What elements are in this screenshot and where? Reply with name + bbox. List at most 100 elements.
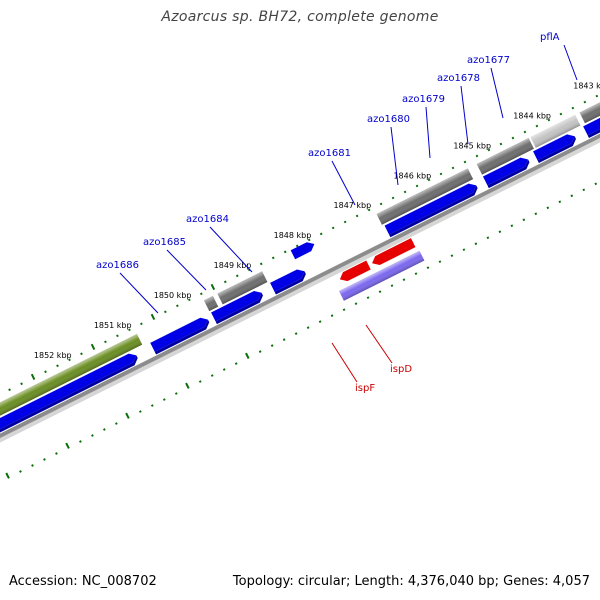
tick-mark	[318, 320, 322, 323]
orf-arrow	[583, 107, 600, 136]
gene-label-pfla[interactable]: pflA	[540, 32, 560, 43]
tick-mark	[150, 404, 154, 407]
tick-mark	[462, 248, 466, 252]
tick-mark	[342, 308, 346, 311]
tick-mark	[535, 124, 539, 128]
tick-mark	[187, 298, 191, 302]
orf-arrow-shadow	[154, 319, 210, 355]
tick-mark	[138, 410, 142, 413]
gene-track	[0, 101, 600, 435]
tick-mark	[125, 412, 130, 419]
tick-label: 1849 kbp	[214, 261, 252, 270]
tick-mark	[367, 208, 371, 212]
orf-arrow	[270, 269, 305, 292]
tick-mark	[451, 166, 455, 170]
tick-mark	[595, 94, 599, 98]
gene-label-azo1677[interactable]: azo1677	[467, 55, 510, 66]
gene-label-azo1679[interactable]: azo1679	[402, 94, 445, 105]
tick-label: 1846 kbp	[393, 171, 431, 180]
tick-label: 1843 kbp	[573, 81, 600, 90]
tick-mark	[65, 442, 70, 449]
accession-label: Accession: NC_008702	[9, 574, 157, 589]
tick-mark	[510, 224, 514, 228]
tick-mark	[390, 284, 394, 288]
tick-mark	[379, 202, 383, 206]
tick-mark	[174, 392, 178, 395]
tick-label: 1845 kbp	[453, 141, 491, 150]
tick-mark	[90, 343, 96, 351]
gene-label-azo1681[interactable]: azo1681	[308, 148, 351, 159]
tick-mark	[403, 190, 407, 194]
orf-arrow-shadow	[0, 355, 138, 448]
gene-label-azo1685[interactable]: azo1685	[143, 237, 186, 248]
tick-mark	[19, 470, 22, 473]
tick-mark	[474, 242, 478, 246]
tick-mark	[80, 352, 83, 356]
label-leader	[563, 44, 578, 81]
tick-mark	[438, 260, 442, 264]
tick-mark	[391, 196, 395, 200]
tick-mark	[402, 278, 406, 282]
gene-arrow-ispf[interactable]	[338, 260, 371, 284]
tick-mark	[56, 364, 59, 368]
tick-mark	[210, 374, 214, 377]
tick-mark	[116, 334, 119, 338]
orf-arrow-shadow	[587, 109, 600, 138]
tick-mark	[198, 380, 202, 383]
tick-mark	[583, 100, 587, 104]
tick-mark	[415, 184, 419, 188]
tick-mark	[235, 274, 239, 278]
tick-mark	[366, 296, 370, 300]
tick-mark	[44, 370, 47, 374]
gene-bar-bevel	[217, 271, 268, 305]
tick-mark	[5, 472, 10, 479]
gene-label-azo1686[interactable]: azo1686	[96, 260, 139, 271]
tick-mark	[270, 344, 274, 347]
orf-arrow	[150, 317, 208, 352]
label-leader	[119, 272, 159, 314]
gene-bar-bevel	[203, 295, 219, 312]
tick-mark	[534, 212, 538, 216]
tick-mark	[245, 352, 250, 359]
tick-mark	[164, 310, 167, 314]
label-leader	[425, 106, 431, 159]
label-leader	[331, 160, 356, 206]
tick-mark	[439, 172, 443, 176]
label-leader	[365, 324, 393, 364]
tick-mark	[103, 428, 106, 431]
backbone	[0, 99, 600, 461]
tick-label: 1848 kbp	[274, 231, 312, 240]
gene-bar-bevel	[530, 114, 581, 148]
gene-label-ispd[interactable]: ispD	[390, 364, 412, 375]
gene-arrow-ispd[interactable]	[370, 238, 416, 268]
gene-label-azo1680[interactable]: azo1680	[367, 114, 410, 125]
gene-label-azo1678[interactable]: azo1678	[437, 73, 480, 84]
tick-mark	[558, 200, 562, 204]
gene-label-azo1684[interactable]: azo1684	[186, 214, 229, 225]
tick-mark	[426, 266, 430, 270]
gene-label-ispf[interactable]: ispF	[355, 383, 375, 394]
tick-mark	[223, 280, 227, 284]
tick-mark	[31, 464, 34, 467]
tick-mark	[222, 368, 226, 371]
orf-arrow	[290, 242, 315, 260]
tick-mark	[140, 322, 143, 326]
tick-mark	[571, 106, 575, 110]
tick-mark	[271, 256, 275, 260]
orf-arrow-shadow	[274, 271, 306, 295]
tick-mark	[162, 398, 166, 401]
label-leader	[331, 342, 358, 383]
tick-mark	[294, 332, 298, 335]
map-title: Azoarcus sp. BH72, complete genome	[161, 9, 439, 25]
gene-bar-bevel	[338, 250, 425, 301]
tick-mark	[487, 148, 491, 152]
tick-mark	[594, 182, 598, 186]
label-leader	[209, 226, 253, 273]
orf-arrow	[533, 134, 575, 161]
tick-mark	[498, 230, 502, 234]
tick-mark	[79, 440, 82, 443]
tick-mark	[582, 188, 586, 192]
